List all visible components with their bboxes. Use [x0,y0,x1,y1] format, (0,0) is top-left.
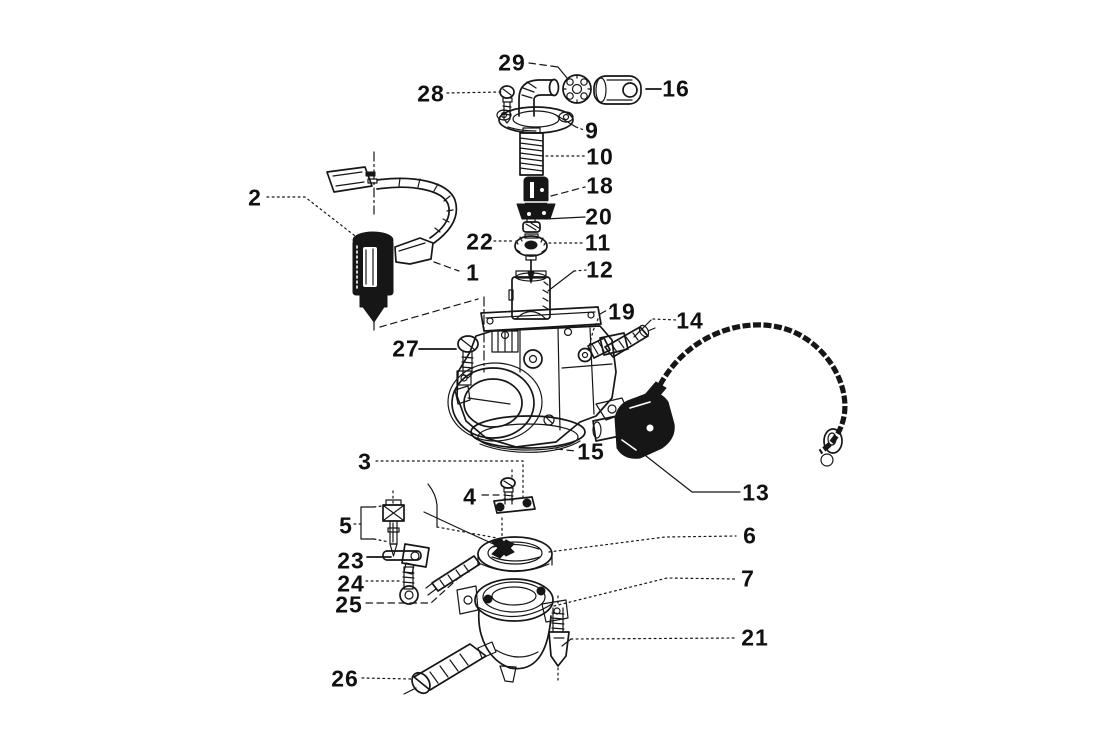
part-label-16: 16 [662,75,690,102]
choke-unit [326,166,458,331]
ht-lead-wire [657,322,848,467]
screw-28 [499,85,515,124]
part-label-25: 25 [335,591,363,618]
elbow-fitting [518,78,560,117]
main-jet-25 [425,555,481,596]
cable-connector [326,166,378,193]
adjuster-wheel-29 [562,74,592,104]
part-label-13: 13 [742,479,770,506]
fuel-inlet-19 [577,337,611,363]
top-cover-assembly [496,74,642,134]
float-needle-5 [382,499,405,557]
leader-lines [266,62,741,681]
part-label-28: 28 [417,80,445,107]
part-label-23: 23 [337,547,365,574]
throttle-valve-stack [508,127,556,320]
part-label-27: 27 [392,335,420,362]
part-label-1: 1 [466,259,480,286]
spark-plug-cap-13 [592,381,675,459]
part-label-4: 4 [463,483,477,510]
fuel-pipe-14 [604,324,656,358]
wire-end-terminal [820,428,843,467]
part-label-9: 9 [585,117,599,144]
float-bowl-7 [456,578,569,683]
part-label-2: 2 [248,184,262,211]
part-label-22: 22 [466,228,494,255]
part-label-21: 21 [741,624,769,651]
drain-hose-26 [403,641,497,695]
float-pivot-23 [382,543,430,575]
part-label-24: 24 [337,570,365,597]
idle-screw-27 [457,335,479,379]
part-label-7: 7 [741,565,755,592]
part-label-6: 6 [743,522,757,549]
drain-screw-21 [548,607,570,667]
part-label-19: 19 [608,298,636,325]
carburettor-body [447,306,635,453]
part-label-20: 20 [585,203,613,230]
part-label-12: 12 [586,256,614,283]
part-label-3: 3 [358,448,372,475]
knurled-washer-11 [514,233,548,261]
choke-body-2 [352,231,394,331]
part-label-29: 29 [498,49,526,76]
bowl-gasket-15 [470,415,586,453]
spring-10 [519,127,544,176]
part-label-26: 26 [331,665,359,692]
cover-screw-4 [493,477,536,514]
needle-jet-18 [516,176,556,220]
part-label-18: 18 [586,172,614,199]
choke-cable [376,177,458,244]
part-label-14: 14 [676,307,704,334]
part-label-15: 15 [577,438,605,465]
float-6 [477,536,553,573]
screw-24 [399,566,419,605]
retainer-20 [522,217,541,233]
part-label-5: 5 [339,512,353,539]
part-label-11: 11 [584,229,612,256]
cover-flange-9 [496,106,574,134]
part-label-10: 10 [586,143,614,170]
boot-1 [394,237,434,265]
cable-sleeve-16 [593,75,642,105]
